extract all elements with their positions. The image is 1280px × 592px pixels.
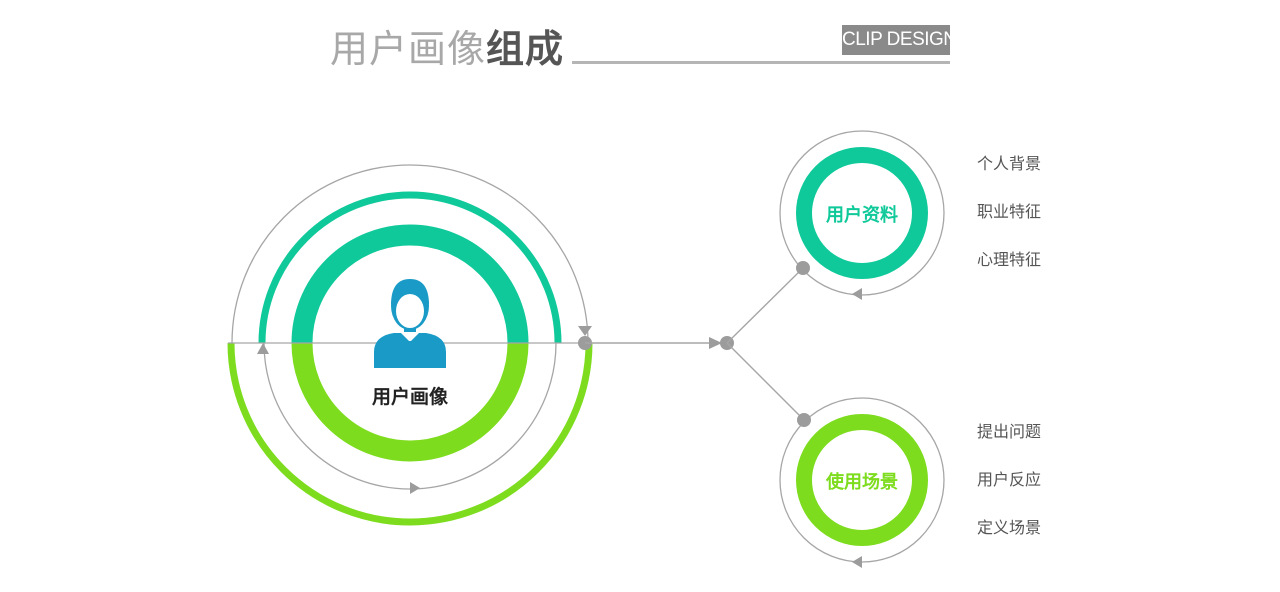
title-light: 用户画像	[330, 27, 487, 71]
node-top-item-1: 个人背景	[977, 154, 1042, 173]
connector-arrowhead	[709, 337, 722, 349]
node-top-item-2: 职业特征	[977, 202, 1042, 221]
center-ring-top	[291, 224, 529, 344]
center-label: 用户画像	[371, 386, 448, 408]
lower-green-arc	[227, 342, 593, 526]
node-bottom-arrowhead	[852, 556, 862, 568]
title-bold: 组成	[486, 27, 565, 71]
title-underline	[572, 61, 950, 64]
node-bottom-label: 使用场景	[826, 472, 898, 493]
arrowhead-down	[578, 326, 592, 336]
node-top-item-3: 心理特征	[977, 250, 1042, 269]
node-bottom-item-3: 定义场景	[977, 518, 1042, 537]
node-bottom-dot	[797, 413, 811, 427]
node-bottom-ring	[796, 414, 928, 546]
node-top-label: 用户资料	[826, 205, 898, 226]
arrowhead-up	[257, 343, 269, 354]
upper-teal-arc	[258, 191, 562, 344]
branch-line-top	[726, 267, 804, 344]
brand-badge: CLIP DESIGN	[842, 25, 950, 55]
page-title: 用户画像组成	[330, 26, 564, 72]
node-top-dot	[796, 261, 810, 275]
arrowhead-left	[410, 482, 420, 494]
user-businessman-icon	[374, 279, 446, 368]
branch-line-bottom	[726, 342, 805, 421]
node-bottom-item-1: 提出问题	[977, 422, 1042, 441]
node-bottom-item-2: 用户反应	[977, 470, 1042, 489]
node-top-arrowhead	[852, 288, 862, 300]
center-ring-bottom	[291, 342, 529, 462]
node-top-ring	[796, 147, 928, 279]
